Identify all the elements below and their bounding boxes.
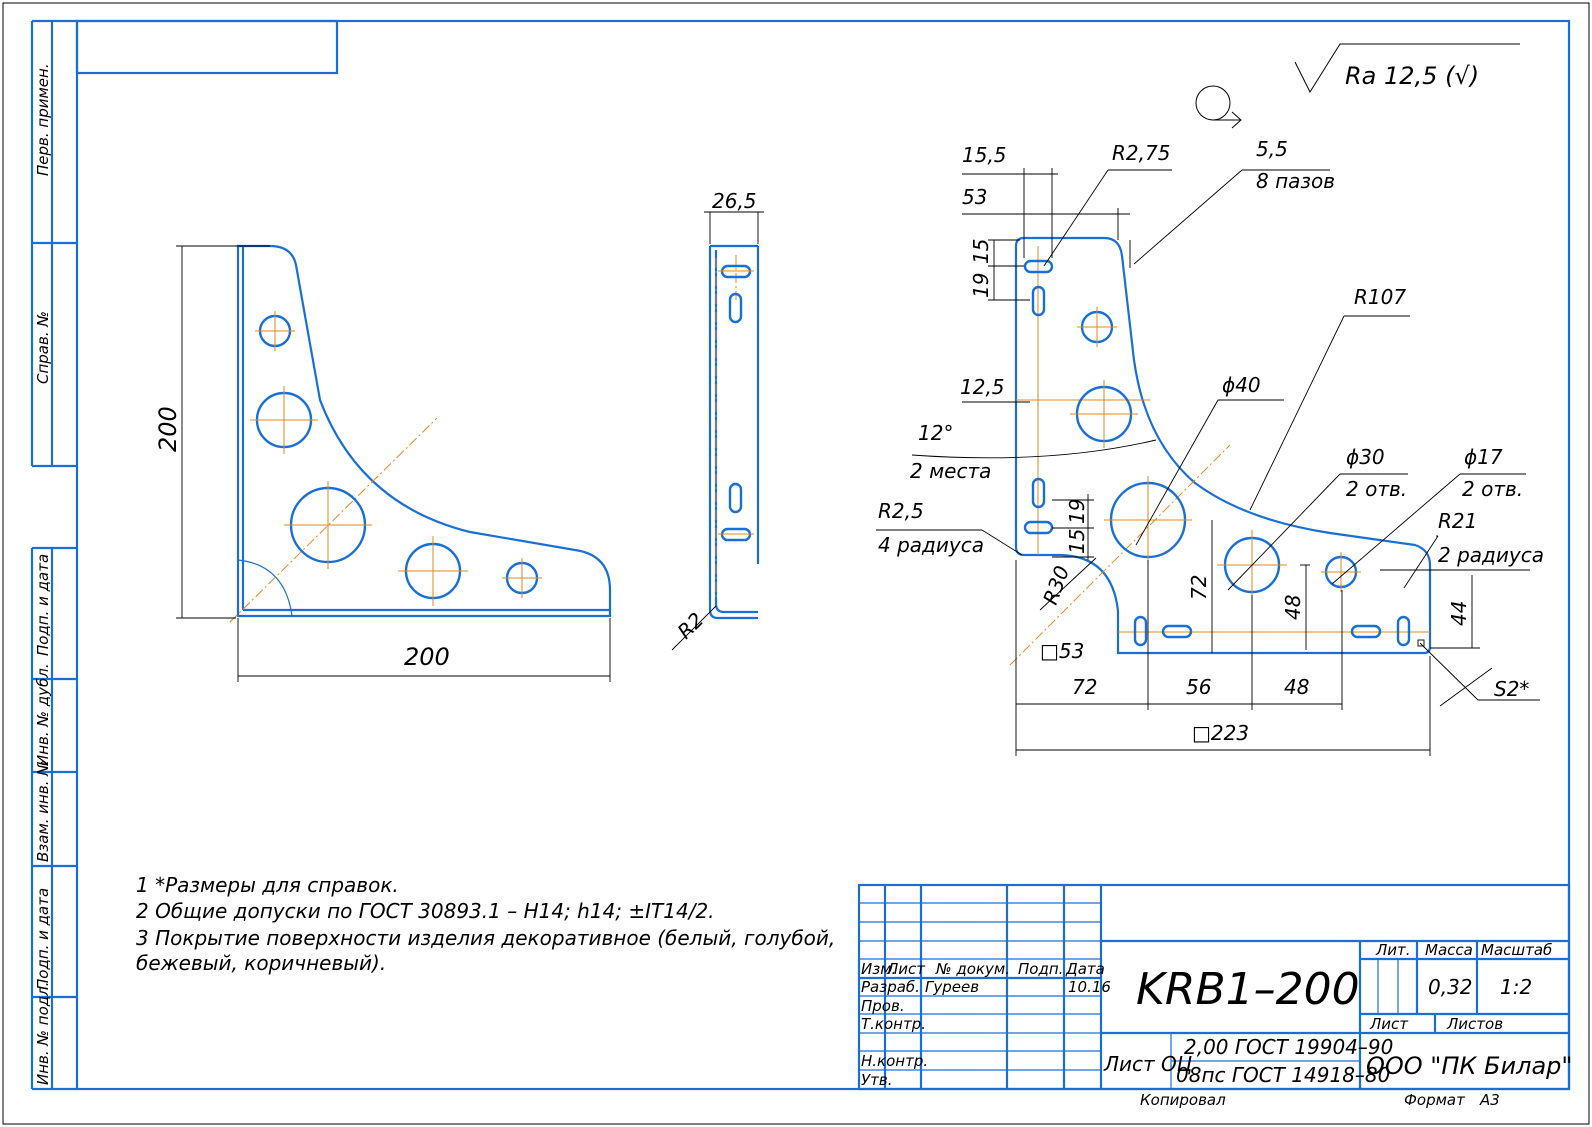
- side-label-inv-podl: Инв. № подл.: [34, 982, 52, 1085]
- flat-dim-44-vert: 44: [1447, 601, 1471, 626]
- tb-row-date: 10.16: [1068, 978, 1111, 996]
- flat-dim-phi30-note: 2 отв.: [1346, 477, 1407, 501]
- flat-dim-r21: R21: [1438, 509, 1477, 533]
- flat-dim-angle: 12°: [918, 421, 953, 445]
- tb-material-top: 2,00 ГОСТ 19904–90: [1184, 1035, 1393, 1059]
- side-dim-thickness: 26,5: [712, 189, 757, 213]
- tb-row-role: Утв.: [861, 1071, 893, 1089]
- tb-header-list: Лист: [886, 960, 926, 978]
- tb-header-izm: Изм.: [861, 960, 896, 978]
- flat-dim-angle-note: 2 места: [910, 459, 991, 483]
- front-dim-height: 200: [154, 406, 182, 452]
- flat-dim-15-mid: 15: [1065, 529, 1089, 554]
- flat-dim-sq53: □53: [1040, 639, 1084, 663]
- flat-dim-sq223: □223: [1192, 721, 1249, 745]
- flat-dim-r107: R107: [1354, 285, 1406, 309]
- tb-scale-label: Масштаб: [1481, 941, 1552, 959]
- side-label-podp1: Подп. и дата: [34, 554, 52, 656]
- tb-row-role: Разраб.: [861, 978, 920, 996]
- tb-row-name: Гуреев: [925, 978, 979, 996]
- tb-row-role: Н.контр.: [861, 1052, 928, 1070]
- tb-lit-label: Лит.: [1375, 941, 1411, 959]
- flat-dim-72-horiz: 72: [1072, 675, 1097, 699]
- tb-sheet-label: Лист: [1369, 1015, 1409, 1033]
- tb-sheets-label: Листов: [1446, 1015, 1503, 1033]
- tb-format-label: Формат: [1404, 1091, 1466, 1109]
- tb-header-podp: Подп.: [1018, 960, 1063, 978]
- flat-dim-19-mid: 19: [1065, 499, 1089, 524]
- tb-header-docnum: № докум.: [935, 960, 1010, 978]
- technical-notes: 1 *Размеры для справок. 2 Общие допуски …: [136, 873, 835, 975]
- note-1: 1 *Размеры для справок.: [136, 873, 399, 897]
- flat-slot-4: [1023, 520, 1054, 535]
- tb-material-bottom: 08пс ГОСТ 14918–80: [1176, 1063, 1390, 1087]
- side-label-perv: Перв. примен.: [34, 63, 52, 176]
- flat-dim-r21-note: 2 радиуса: [1438, 543, 1544, 567]
- flat-slot-6: [1161, 624, 1193, 639]
- side-dim-bend-radius: R2: [673, 608, 709, 644]
- note-3-cont: бежевый, коричневый).: [136, 951, 386, 975]
- tb-scale: 1:2: [1500, 975, 1532, 999]
- flat-dim-r2-5-note: 4 радиуса: [878, 533, 984, 557]
- side-view: 26,5 R2: [671, 189, 764, 651]
- flat-dim-r2-75: R2,75: [1112, 141, 1170, 165]
- flat-slot-2: [1031, 285, 1046, 317]
- flat-slot-3: [1031, 477, 1046, 509]
- flat-dim-phi30: ϕ30: [1346, 445, 1385, 469]
- tb-mass: 0,32: [1428, 975, 1473, 999]
- tb-company: ООО "ПК Билар": [1366, 1052, 1572, 1080]
- note-2: 2 Общие допуски по ГОСТ 30893.1 – H14; h…: [136, 899, 715, 923]
- flat-dim-56-horiz: 56: [1186, 675, 1211, 699]
- roughness-label: Ra 12,5 (√): [1345, 62, 1479, 90]
- title-block: [857, 883, 1571, 1091]
- flat-dimension-lines: [876, 168, 1540, 756]
- flat-dim-slot-width: 5,5: [1256, 137, 1288, 161]
- tb-copied: Копировал: [1140, 1091, 1226, 1109]
- flat-dim-s2: S2*: [1494, 677, 1529, 701]
- flat-dim-r30: R30: [1038, 563, 1074, 608]
- tb-designation: KRB1–200: [1136, 964, 1360, 1015]
- flat-dim-19-top: 19: [969, 273, 993, 298]
- side-label-sprav: Справ. №: [34, 311, 52, 384]
- flat-dim-slot-count: 8 пазов: [1256, 169, 1335, 193]
- flat-dim-15-5: 15,5: [962, 143, 1007, 167]
- title-block-text: Изм. Лист № докум. Подп. Дата Разраб. Гу…: [861, 941, 1572, 1109]
- rotation-symbol: [1195, 85, 1242, 129]
- flat-dim-phi40: ϕ40: [1222, 373, 1261, 397]
- flat-pattern-view: 15,5 R2,75 5,5 8 пазов 53 15 19 R107 12,…: [876, 137, 1544, 756]
- flat-dim-48-vert: 48: [1281, 595, 1305, 620]
- tb-mass-label: Масса: [1425, 941, 1473, 959]
- flat-dim-phi17-note: 2 отв.: [1462, 477, 1523, 501]
- side-label-vzam: Взам. инв. №: [34, 760, 52, 862]
- flat-dim-48-horiz: 48: [1284, 675, 1309, 699]
- flat-slot-5: [1133, 615, 1148, 647]
- flat-slot-8: [1396, 615, 1411, 647]
- tb-material-prefix: Лист ОЦ: [1103, 1052, 1192, 1076]
- flat-slot-1: [1023, 259, 1054, 274]
- side-label-podp2: Подп. и дата: [34, 888, 52, 990]
- side-slot-2: [728, 292, 743, 324]
- tb-header-data: Дата: [1065, 960, 1105, 978]
- flat-dim-72-vert: 72: [1187, 575, 1211, 600]
- flat-dim-53: 53: [962, 185, 987, 209]
- side-stamp-labels: Перв. примен. Справ. № Подп. и дата Инв.…: [34, 63, 52, 1085]
- tb-row-role: Пров.: [861, 997, 905, 1015]
- flat-slot-7: [1350, 624, 1382, 639]
- flat-dim-r2-5: R2,5: [878, 499, 924, 523]
- tb-format: А3: [1479, 1091, 1500, 1109]
- flat-dim-12-5: 12,5: [960, 375, 1005, 399]
- tb-row-role: Т.контр.: [861, 1015, 926, 1033]
- side-slot-3: [728, 482, 743, 514]
- side-label-inv-dubl: Инв. № дубл.: [34, 663, 52, 766]
- flat-dim-15-top: 15: [969, 239, 993, 264]
- note-3: 3 Покрытие поверхности изделия декоратив…: [136, 926, 835, 950]
- roughness-symbol: Ra 12,5 (√): [1294, 43, 1520, 94]
- front-dim-width: 200: [404, 643, 450, 671]
- front-view: 200 200: [154, 244, 612, 682]
- flat-dim-phi17: ϕ17: [1464, 445, 1503, 469]
